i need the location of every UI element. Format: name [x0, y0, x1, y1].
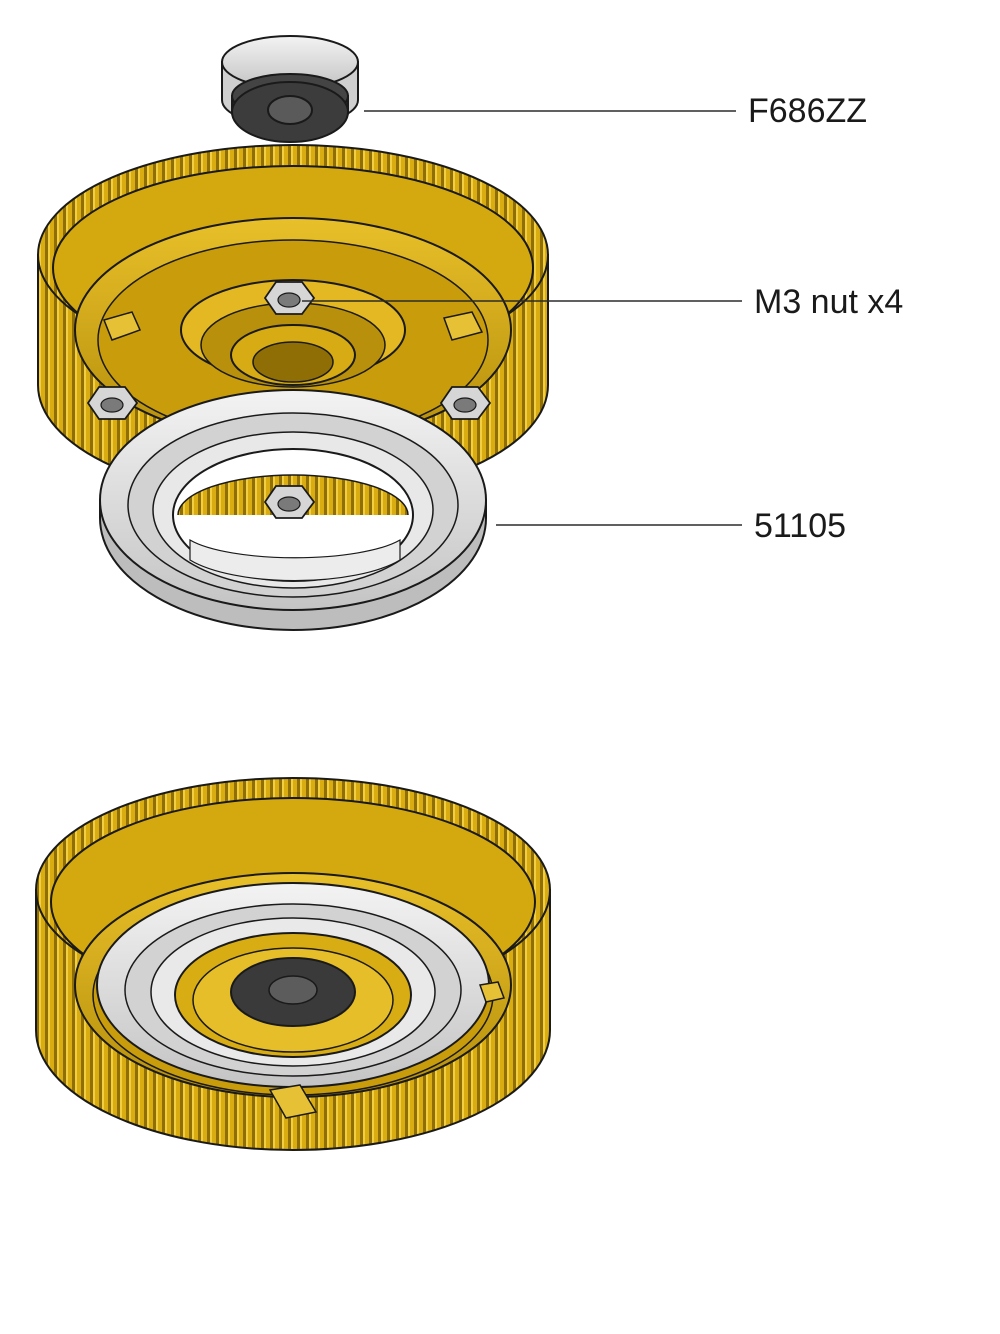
- label-m3-nut: M3 nut x4: [754, 283, 903, 321]
- flanged-bearing-f686zz: [221, 35, 359, 143]
- assembled-flanged-bearing: [230, 957, 356, 1027]
- m3-nut-bottom: [263, 485, 316, 519]
- m3-nut-top: [263, 281, 316, 315]
- callout-51105: 51105: [496, 507, 846, 545]
- callout-f686zz: F686ZZ: [364, 92, 867, 130]
- label-f686zz: F686ZZ: [748, 92, 867, 130]
- exploded-view: [37, 35, 549, 631]
- m3-nut-left: [86, 386, 139, 420]
- label-51105: 51105: [754, 507, 846, 545]
- m3-nut-right: [439, 386, 492, 420]
- assembled-view: [35, 777, 551, 1151]
- callout-m3-nut: M3 nut x4: [302, 283, 903, 321]
